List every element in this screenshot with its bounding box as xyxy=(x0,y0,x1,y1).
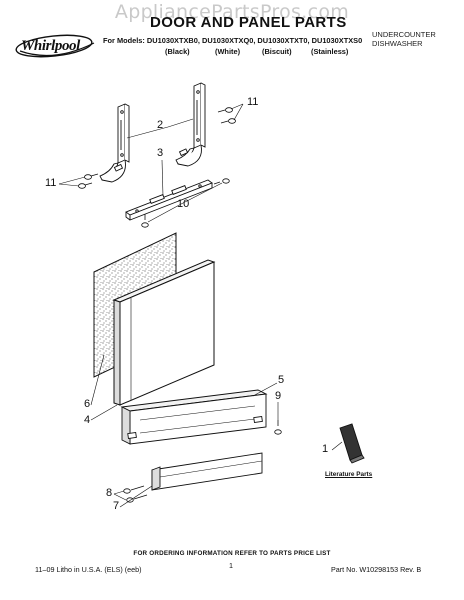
ordering-info: FOR ORDERING INFORMATION REFER TO PARTS … xyxy=(133,550,331,557)
brand-name: Whirlpool xyxy=(21,38,80,54)
callout-1: 1 xyxy=(322,443,329,455)
color-label-biscuit: (Biscuit) xyxy=(262,47,292,56)
callout-5: 5 xyxy=(278,374,285,386)
appliance-type-line-1: UNDERCOUNTER xyxy=(372,30,436,39)
door-bracket-rail xyxy=(125,179,213,221)
lower-toe-strip xyxy=(151,452,263,491)
toe-panel xyxy=(120,389,268,445)
appliance-type: UNDERCOUNTER DISHWASHER xyxy=(372,30,436,48)
callout-3: 3 xyxy=(157,147,164,159)
callout-4: 4 xyxy=(84,414,91,426)
color-label-stainless: (Stainless) xyxy=(311,47,349,56)
screws-rail xyxy=(141,178,230,228)
page-title: DOOR AND PANEL PARTS xyxy=(150,14,347,31)
screws-left xyxy=(78,173,99,189)
screws-toe-strip xyxy=(123,485,148,503)
callout-7: 7 xyxy=(113,500,120,512)
literature-parts-label: Literature Parts xyxy=(325,471,373,478)
appliance-type-line-2: DISHWASHER xyxy=(372,39,423,48)
screw-toe-panel xyxy=(274,420,282,435)
page-number: 1 xyxy=(229,561,233,570)
whirlpool-logo-icon xyxy=(15,34,95,58)
callout-9: 9 xyxy=(275,390,282,402)
color-label-white: (White) xyxy=(215,47,241,56)
part-number: Part No. W10298153 Rev. B xyxy=(331,565,422,574)
callout-11-top: 11 xyxy=(247,96,259,108)
callout-leader-lines xyxy=(58,103,343,508)
litho-info: 11–09 Litho in U.S.A. (ELS) (eeb) xyxy=(35,565,142,574)
models-line: For Models: DU1030XTXB0, DU1030XTXQ0, DU… xyxy=(103,36,363,45)
callout-2: 2 xyxy=(157,119,164,131)
screws-right xyxy=(217,107,236,124)
door-outer-panel xyxy=(112,259,216,406)
callout-8: 8 xyxy=(106,487,113,499)
watermark: AppliancePartsPros.com xyxy=(114,1,350,23)
color-label-black: (Black) xyxy=(165,47,190,56)
callout-11-left: 11 xyxy=(45,177,57,189)
literature-booklet xyxy=(339,423,365,464)
right-hinge-bracket xyxy=(175,82,206,167)
left-hinge-bracket xyxy=(99,103,130,183)
callout-6: 6 xyxy=(84,398,91,410)
callout-10: 10 xyxy=(177,198,190,210)
